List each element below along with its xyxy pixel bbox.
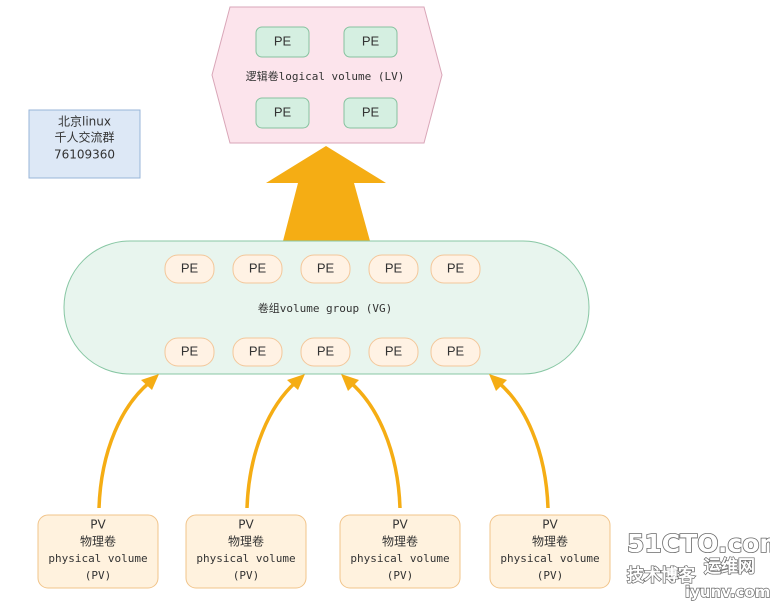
vg-pe-box: [430, 337, 481, 367]
arrowhead-icon: [141, 374, 159, 390]
note-line-2: 千人交流群: [54, 130, 114, 145]
note-box: 北京linux 千人交流群 76109360: [28, 109, 141, 179]
lv-pe-4[interactable]: PE: [343, 97, 398, 129]
vg-pe-top-1[interactable]: PE: [164, 254, 215, 284]
pv-cn: 物理卷: [80, 534, 116, 549]
pv-paren: (PV): [233, 569, 260, 582]
lv-pe-box: [343, 26, 398, 58]
vg-pe-label: PE: [447, 260, 465, 275]
vg-pe-top-2[interactable]: PE: [232, 254, 283, 284]
vg-pe-bottom-2[interactable]: PE: [232, 337, 283, 367]
lv-pe-box: [255, 26, 310, 58]
lv-node[interactable]: PE PE PE PE 逻辑卷logical volume (LV): [211, 6, 443, 144]
pv-cn: 物理卷: [228, 534, 264, 549]
vg-pe-label: PE: [249, 343, 267, 358]
arrow-pv1-vg: [97, 380, 152, 509]
vg-pe-label: PE: [317, 260, 335, 275]
arrowhead-icon: [287, 374, 305, 390]
pv-box: [185, 514, 307, 589]
lv-pe-box: [255, 97, 310, 129]
lv-pe-2[interactable]: PE: [343, 26, 398, 58]
pv-box: [339, 514, 461, 589]
vg-pe-bottom-1[interactable]: PE: [164, 337, 215, 367]
lv-pe-label: PE: [362, 33, 380, 48]
vg-pe-top-3[interactable]: PE: [300, 254, 351, 284]
pv-en: physical volume: [350, 552, 449, 565]
pv-paren: (PV): [537, 569, 564, 582]
vg-pe-box: [232, 254, 283, 284]
vg-pe-label: PE: [447, 343, 465, 358]
lv-pe-label: PE: [274, 33, 292, 48]
watermark-site: 51CTO.com: [627, 529, 770, 558]
vg-pe-top-4[interactable]: PE: [368, 254, 419, 284]
vg-pe-top-5[interactable]: PE: [430, 254, 481, 284]
arrow-pv3-vg: [348, 380, 402, 509]
pv-paren: (PV): [85, 569, 112, 582]
note-line-3: 76109360: [54, 148, 115, 162]
arrow-pv4-vg: [496, 380, 550, 509]
pv-abbr: PV: [542, 518, 558, 532]
pv-cn: 物理卷: [532, 534, 568, 549]
pv-en: physical volume: [196, 552, 295, 565]
lv-label: 逻辑卷logical volume (LV): [246, 69, 405, 83]
pv-node-1[interactable]: PV 物理卷 physical volume (PV): [37, 514, 159, 589]
vg-pe-box: [164, 254, 215, 284]
pv-paren: (PV): [387, 569, 414, 582]
vg-pe-label: PE: [317, 343, 335, 358]
pv-abbr: PV: [392, 518, 408, 532]
arrow-pv2-vg: [245, 380, 298, 509]
vg-pe-box: [368, 254, 419, 284]
pv-to-vg-arrows: [97, 374, 550, 509]
lv-pe-box: [343, 97, 398, 129]
pv-box: [489, 514, 611, 589]
vg-pe-box: [430, 254, 481, 284]
pv-abbr: PV: [238, 518, 254, 532]
vg-node[interactable]: 卷组volume group (VG) PE PE PE PE PE PE PE: [63, 240, 590, 375]
pv-en: physical volume: [48, 552, 147, 565]
vg-pe-bottom-4[interactable]: PE: [368, 337, 419, 367]
vg-pe-box: [164, 337, 215, 367]
lv-pe-label: PE: [274, 104, 292, 119]
vg-pe-label: PE: [385, 343, 403, 358]
vg-pe-label: PE: [249, 260, 267, 275]
pv-node-2[interactable]: PV 物理卷 physical volume (PV): [185, 514, 307, 589]
big-up-arrow: [266, 146, 386, 241]
lv-pe-1[interactable]: PE: [255, 26, 310, 58]
vg-pe-label: PE: [181, 343, 199, 358]
vg-pe-box: [232, 337, 283, 367]
pv-en: physical volume: [500, 552, 599, 565]
lv-pe-label: PE: [362, 104, 380, 119]
vg-label: 卷组volume group (VG): [258, 301, 393, 315]
note-line-1: 北京linux: [58, 115, 111, 129]
vg-pe-box: [368, 337, 419, 367]
pv-box: [37, 514, 159, 589]
vg-pe-bottom-5[interactable]: PE: [430, 337, 481, 367]
vg-pe-bottom-3[interactable]: PE: [300, 337, 351, 367]
pv-node-4[interactable]: PV 物理卷 physical volume (PV): [489, 514, 611, 589]
watermark-brand: 运维网: [704, 556, 755, 577]
vg-pe-box: [300, 254, 351, 284]
pv-cn: 物理卷: [382, 534, 418, 549]
vg-pe-box: [300, 337, 351, 367]
arrowhead-icon: [341, 374, 359, 391]
vg-pe-label: PE: [181, 260, 199, 275]
watermark: 51CTO.com 技术博客 运维网 iyunv.com: [626, 528, 770, 602]
vg-pe-label: PE: [385, 260, 403, 275]
watermark-domain: iyunv.com: [685, 583, 770, 601]
lv-pe-3[interactable]: PE: [255, 97, 310, 129]
pv-node-3[interactable]: PV 物理卷 physical volume (PV): [339, 514, 461, 589]
note-box-bg: [28, 109, 141, 179]
pv-abbr: PV: [90, 518, 106, 532]
watermark-line2: 技术博客: [627, 565, 696, 586]
arrowhead-icon: [489, 374, 507, 391]
